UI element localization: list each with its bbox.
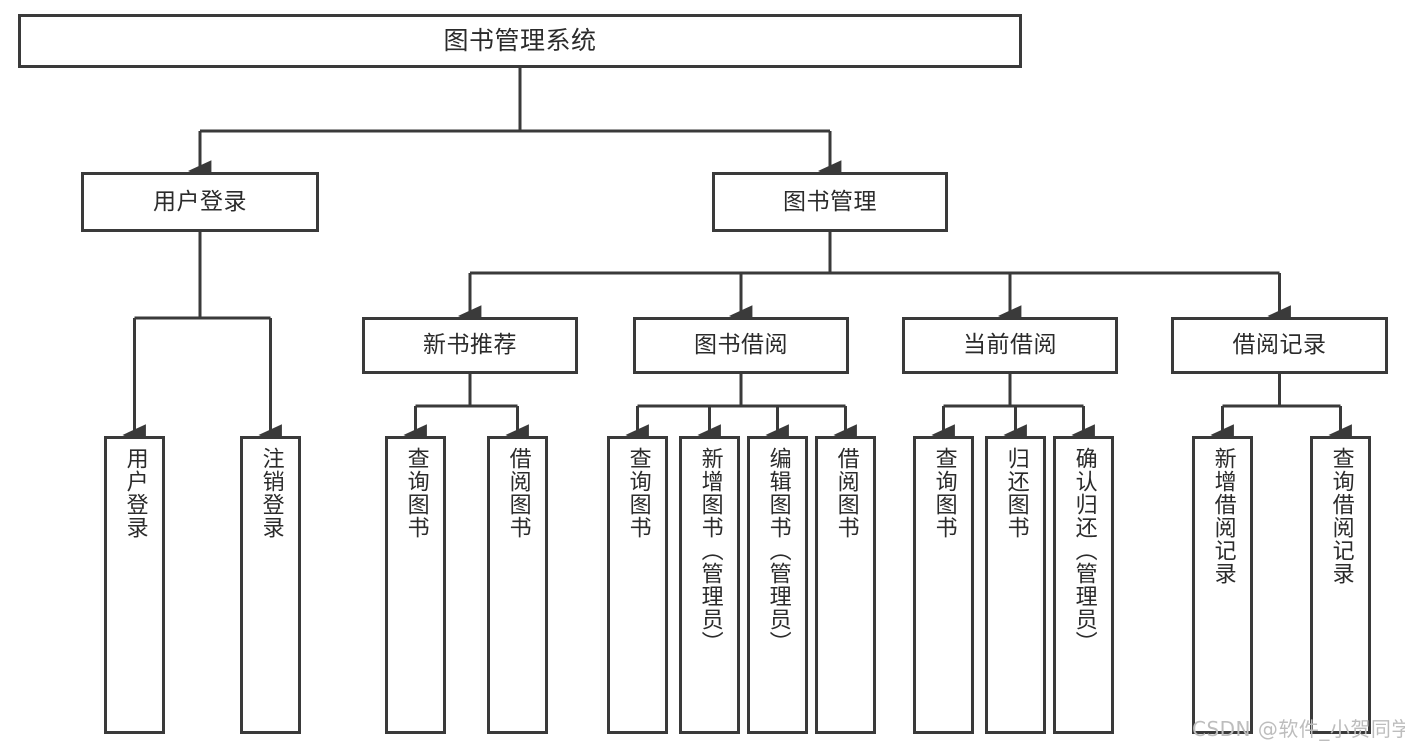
node-bookmgmt[interactable]: 图书管理 (712, 172, 948, 232)
node-leaf-br-add[interactable]: 新增图书（管理员） (679, 436, 740, 734)
node-leaf-user-logout[interactable]: 注销登录 (240, 436, 301, 734)
node-label: 新增图书（管理员） (697, 447, 723, 654)
node-label: 借阅图书 (505, 447, 531, 539)
node-label: 用户登录 (122, 447, 148, 539)
node-newbook[interactable]: 新书推荐 (362, 317, 578, 374)
node-root[interactable]: 图书管理系统 (18, 14, 1022, 68)
node-leaf-br-query[interactable]: 查询图书 (607, 436, 668, 734)
node-login[interactable]: 用户登录 (81, 172, 319, 232)
node-label: 查询借阅记录 (1328, 447, 1354, 585)
node-leaf-cur-confirm[interactable]: 确认归还（管理员） (1053, 436, 1114, 734)
node-label: 查询图书 (625, 447, 651, 539)
node-leaf-user-login[interactable]: 用户登录 (104, 436, 165, 734)
node-leaf-rec-add[interactable]: 新增借阅记录 (1192, 436, 1253, 734)
node-leaf-br-borrow[interactable]: 借阅图书 (815, 436, 876, 734)
node-label: 新书推荐 (423, 332, 517, 359)
node-leaf-nb-borrow[interactable]: 借阅图书 (487, 436, 548, 734)
node-leaf-rec-query[interactable]: 查询借阅记录 (1310, 436, 1371, 734)
node-records[interactable]: 借阅记录 (1171, 317, 1388, 374)
node-label: 图书管理系统 (443, 25, 597, 55)
node-label: 用户登录 (153, 188, 247, 215)
node-label: 查询图书 (931, 447, 957, 539)
node-current[interactable]: 当前借阅 (902, 317, 1118, 374)
node-leaf-cur-return[interactable]: 归还图书 (985, 436, 1046, 734)
node-label: 注销登录 (258, 447, 284, 539)
node-label: 当前借阅 (963, 332, 1057, 359)
node-leaf-br-edit[interactable]: 编辑图书（管理员） (747, 436, 808, 734)
node-label: 查询图书 (403, 447, 429, 539)
node-borrow[interactable]: 图书借阅 (633, 317, 849, 374)
csdn-watermark: CSDN @软件_小贺同学 (1192, 717, 1405, 741)
node-label: 编辑图书（管理员） (765, 447, 791, 654)
node-label: 借阅记录 (1232, 332, 1327, 359)
node-leaf-cur-query[interactable]: 查询图书 (913, 436, 974, 734)
node-label: 图书管理 (783, 188, 877, 215)
node-label: 新增借阅记录 (1210, 447, 1236, 585)
node-label: 确认归还（管理员） (1071, 447, 1097, 654)
node-leaf-nb-query[interactable]: 查询图书 (385, 436, 446, 734)
node-label: 图书借阅 (694, 332, 788, 359)
node-label: 借阅图书 (833, 447, 859, 539)
node-label: 归还图书 (1003, 447, 1029, 539)
